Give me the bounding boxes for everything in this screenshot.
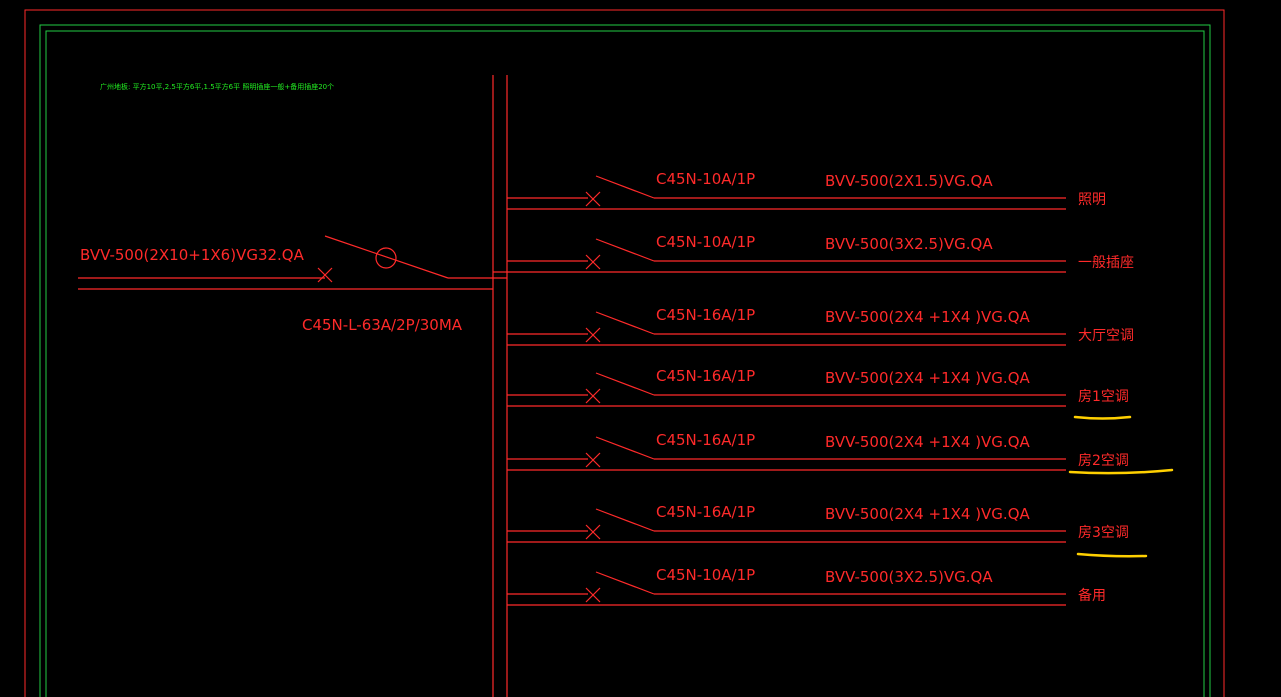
breaker-cross-icon: [585, 327, 601, 343]
main-breaker-label: C45N-L-63A/2P/30MA: [302, 316, 463, 334]
branch-breaker-blade: [595, 571, 655, 595]
breaker-cross-icon: [585, 524, 601, 540]
branch-row: C45N-16A/1P BVV-500(2X4 +1X4 )VG.QA 房2空调: [507, 431, 1174, 475]
green-frame-inner: [45, 30, 1205, 697]
branch-breaker-label: C45N-10A/1P: [656, 233, 755, 251]
branch-cable-label: BVV-500(2X4 +1X4 )VG.QA: [825, 308, 1031, 326]
branch-load-label: 照明: [1078, 192, 1106, 208]
highlight-underline: [1073, 415, 1132, 420]
breaker-cross-icon: [585, 191, 601, 207]
branch-cable-label: BVV-500(2X4 +1X4 )VG.QA: [825, 433, 1031, 451]
branch-row: C45N-10A/1P BVV-500(3X2.5)VG.QA 备用: [507, 566, 1106, 606]
branch-breaker-blade: [595, 372, 655, 396]
highlight-underline: [1076, 552, 1148, 558]
main-circuit: [78, 235, 507, 290]
branch-breaker-blade: [595, 175, 655, 199]
branch-breaker-label: C45N-16A/1P: [656, 306, 755, 324]
branch-breaker-label: C45N-16A/1P: [656, 503, 755, 521]
branch-row: C45N-16A/1P BVV-500(2X4 +1X4 )VG.QA 房3空调: [507, 503, 1148, 558]
branch-breaker-blade: [595, 508, 655, 532]
branch-breaker-blade: [595, 238, 655, 262]
branch-row: C45N-16A/1P BVV-500(2X4 +1X4 )VG.QA 房1空调: [507, 367, 1132, 420]
branch-cable-label: BVV-500(3X2.5)VG.QA: [825, 568, 993, 586]
branch-row: C45N-10A/1P BVV-500(3X2.5)VG.QA 一般插座: [507, 233, 1134, 273]
branch-load-label: 房3空调: [1078, 525, 1129, 541]
branch-load-label: 备用: [1078, 587, 1106, 604]
breaker-cross-icon: [585, 254, 601, 270]
branch-load-label: 房2空调: [1078, 453, 1129, 469]
main-breaker-blade: [324, 235, 449, 279]
main-breaker-cross-icon: [317, 267, 333, 283]
branch-load-label: 大厅空调: [1078, 328, 1134, 344]
breaker-cross-icon: [585, 388, 601, 404]
branch-cable-label: BVV-500(2X1.5)VG.QA: [825, 172, 993, 190]
branch-breaker-blade: [595, 436, 655, 460]
branch-cable-label: BVV-500(2X4 +1X4 )VG.QA: [825, 505, 1031, 523]
rcd-circle-icon: [375, 247, 397, 269]
branch-load-label: 房1空调: [1078, 389, 1129, 405]
drawing-frame: [24, 9, 1225, 697]
branch-breaker-label: C45N-10A/1P: [656, 170, 755, 188]
branch-row: C45N-16A/1P BVV-500(2X4 +1X4 )VG.QA 大厅空调: [507, 306, 1134, 346]
note-text: 广州地板: 平方10平,2.5平方6平,1.5平方6平 照明插座一般+备用插座2…: [100, 82, 334, 91]
main-cable-label: BVV-500(2X10+1X6)VG32.QA: [80, 246, 305, 264]
branch-load-label: 一般插座: [1078, 255, 1134, 271]
branch-breaker-label: C45N-16A/1P: [656, 367, 755, 385]
branch-breaker-label: C45N-10A/1P: [656, 566, 755, 584]
highlight-underline: [1068, 468, 1174, 475]
branch-breaker-blade: [595, 311, 655, 335]
breaker-cross-icon: [585, 587, 601, 603]
branch-cable-label: BVV-500(2X4 +1X4 )VG.QA: [825, 369, 1031, 387]
green-frame-outer: [39, 24, 1211, 697]
branch-cable-label: BVV-500(3X2.5)VG.QA: [825, 235, 993, 253]
branch-row: C45N-10A/1P BVV-500(2X1.5)VG.QA 照明: [507, 170, 1106, 210]
outer-frame-border: [24, 9, 1225, 697]
breaker-cross-icon: [585, 452, 601, 468]
bus-bar: [492, 75, 508, 697]
branch-breaker-label: C45N-16A/1P: [656, 431, 755, 449]
